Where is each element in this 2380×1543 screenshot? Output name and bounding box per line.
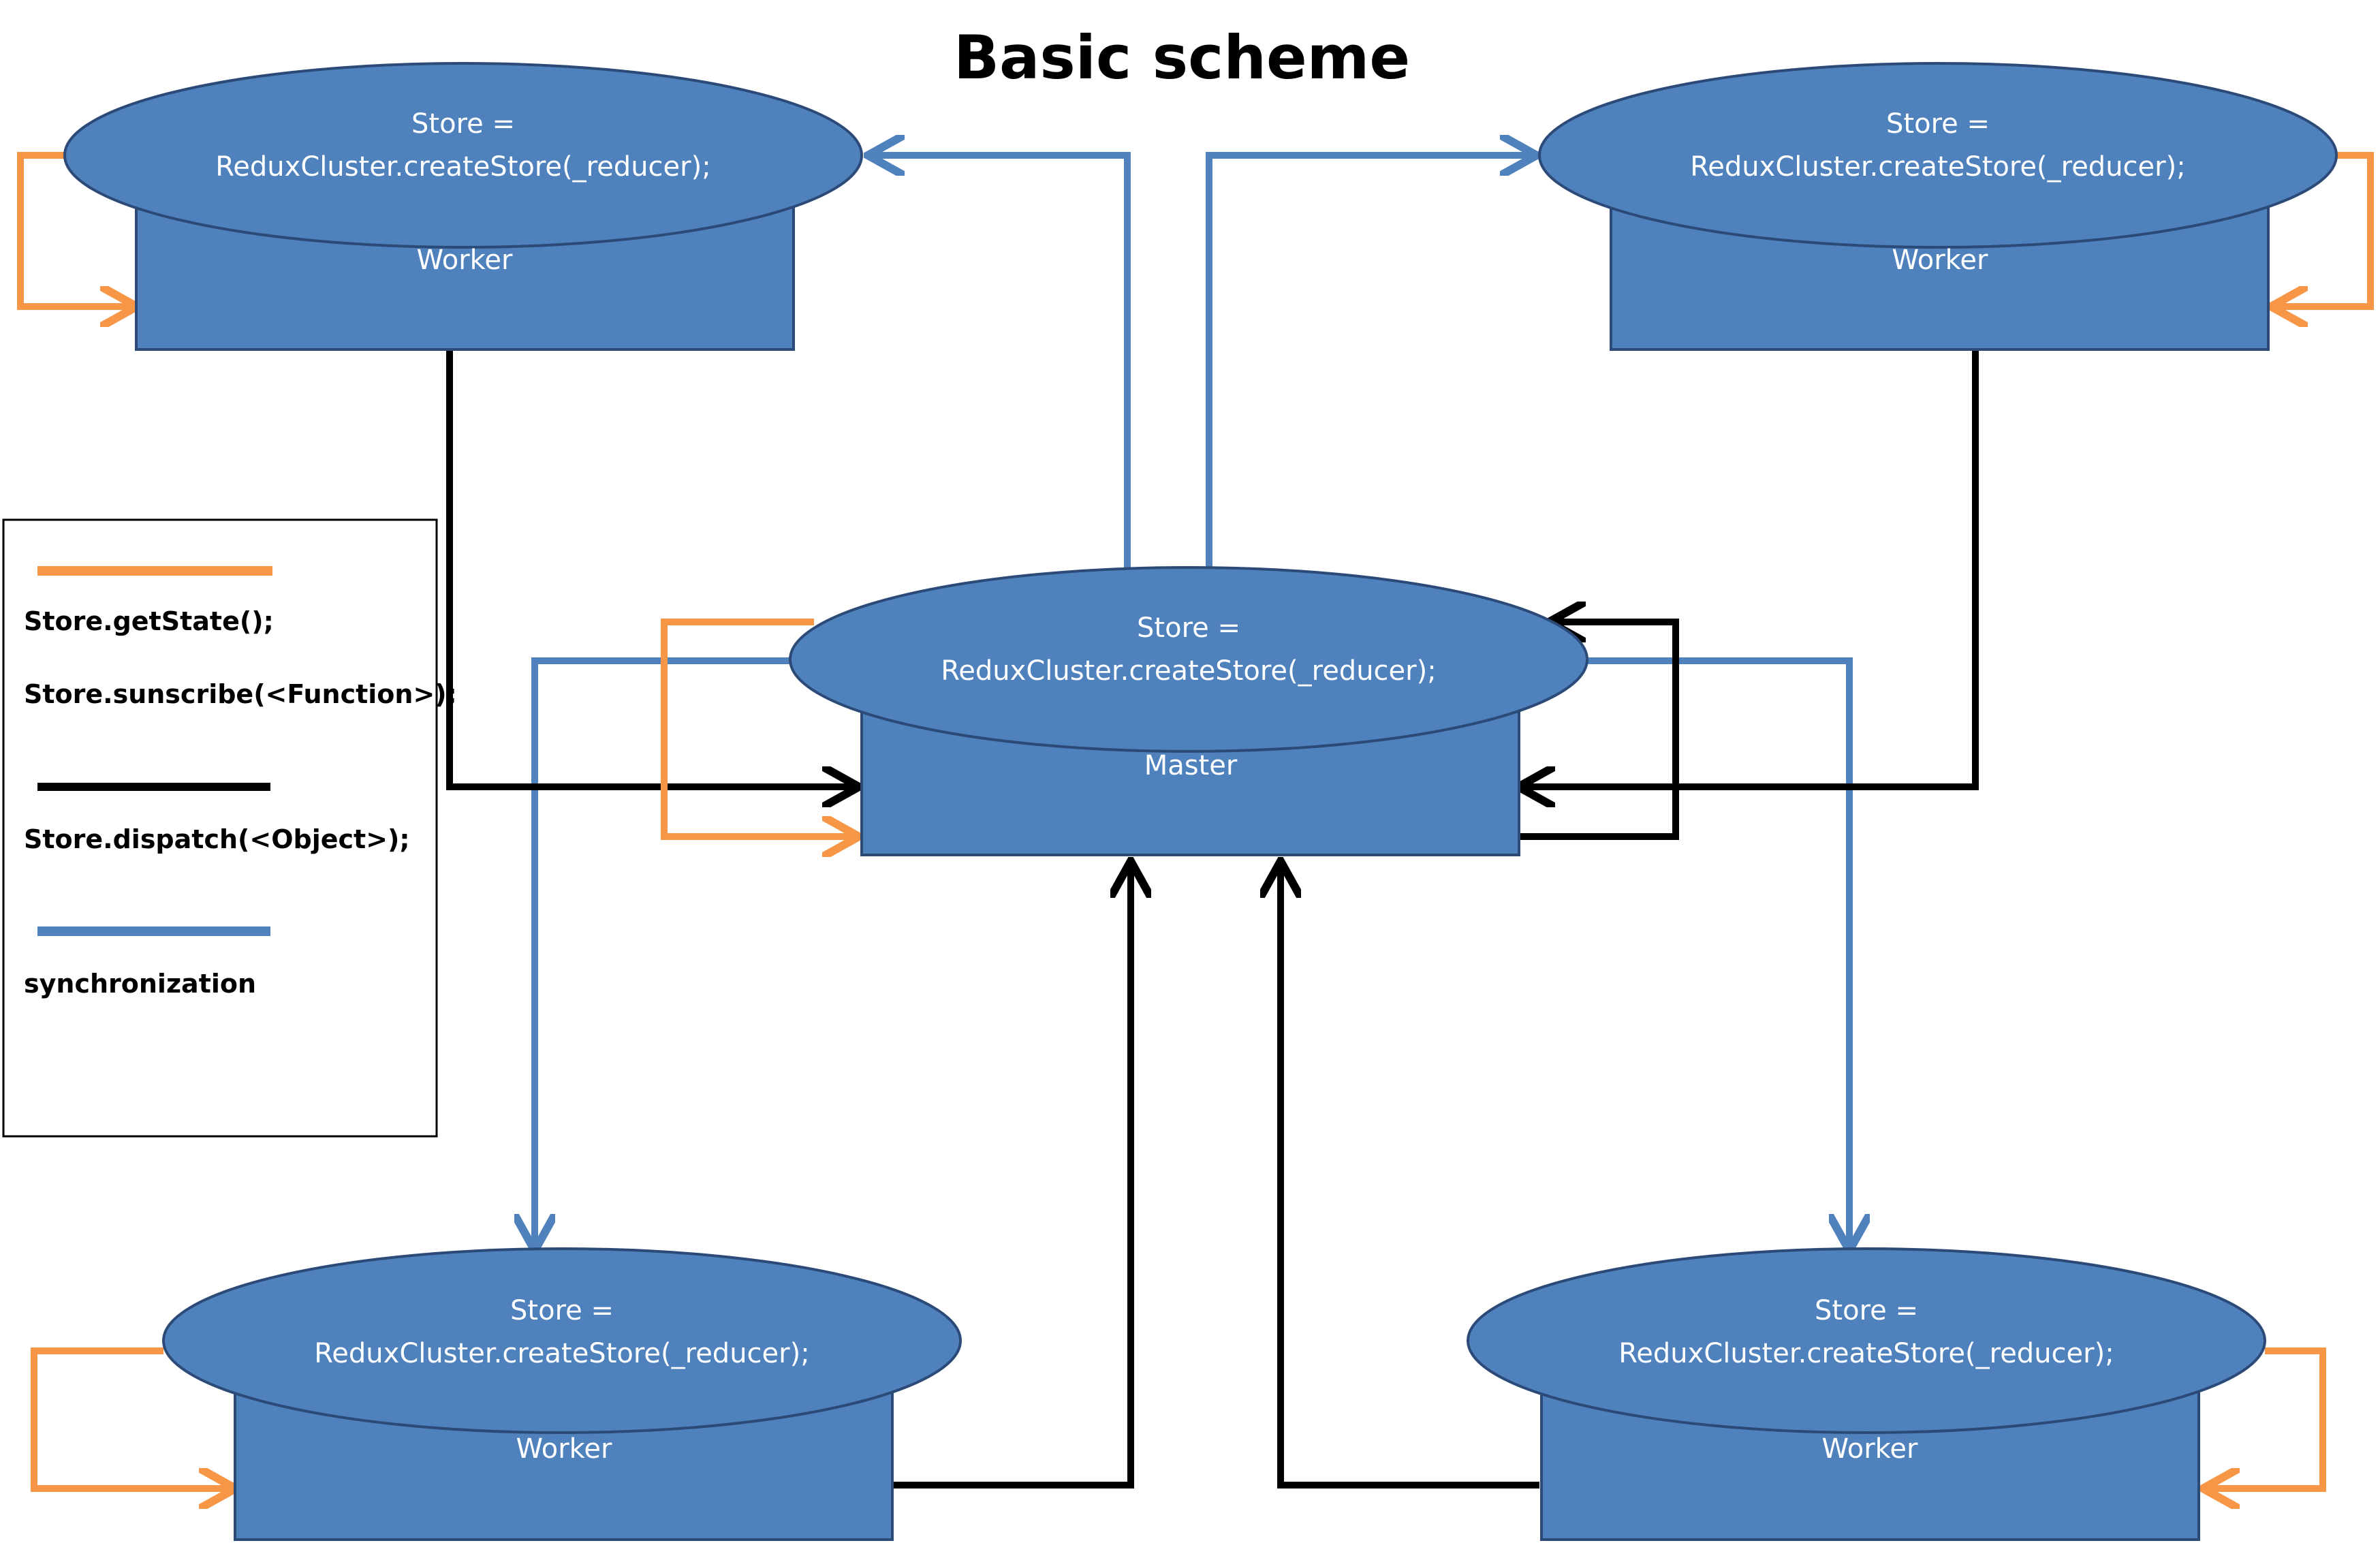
store-label-line2: ReduxCluster.createStore(_reducer);: [1690, 151, 2185, 183]
worker-node-bottom-left: Store = ReduxCluster.createStore(_reduce…: [162, 1247, 962, 1541]
dispatch-line-bottom-left-worker: [892, 865, 1131, 1489]
store-label-line2: ReduxCluster.createStore(_reducer);: [215, 151, 710, 183]
store-label-line2: ReduxCluster.createStore(_reducer);: [314, 1338, 809, 1369]
getstate-line-top-left-self: [17, 152, 133, 307]
store-label-line1: Store =: [1886, 108, 1990, 140]
store-label-line1: Store =: [1137, 612, 1240, 644]
worker-node-top-left: Store = ReduxCluster.createStore(_reduce…: [63, 62, 863, 351]
getstate-line-master-self: [661, 619, 855, 837]
store-ellipse: [162, 1247, 962, 1434]
worker-label: Worker: [1892, 245, 1988, 276]
legend-box: [2, 518, 438, 1138]
sync-line-to-top-right: [1206, 155, 1533, 576]
store-label-line2: ReduxCluster.createStore(_reducer);: [941, 655, 1436, 687]
store-label-line1: Store =: [510, 1295, 614, 1326]
store-label-line1: Store =: [1815, 1295, 1918, 1326]
legend-dispatch-label: Store.dispatch(<Object>);: [24, 824, 410, 854]
worker-node-bottom-right: Store = ReduxCluster.createStore(_reduce…: [1467, 1247, 2266, 1541]
sync-line-to-bottom-left: [535, 657, 790, 1247]
getstate-line-top-right-self: [2275, 152, 2374, 307]
master-label: Master: [1144, 750, 1238, 781]
sync-line-to-bottom-right: [1587, 657, 1849, 1247]
worker-node-top-right: Store = ReduxCluster.createStore(_reduce…: [1538, 62, 2338, 351]
store-ellipse: [789, 566, 1588, 753]
dispatch-line-bottom-right-worker: [1281, 865, 1539, 1489]
dispatch-line-top-right-worker: [1522, 346, 1979, 787]
store-label-line2: ReduxCluster.createStore(_reducer);: [1618, 1338, 2114, 1369]
legend-subscribe-label: Store.sunscribe(<Function>);: [24, 679, 457, 709]
store-ellipse: [63, 62, 863, 249]
getstate-line-bottom-left-self: [31, 1347, 232, 1489]
worker-label: Worker: [516, 1433, 612, 1465]
sync-line-to-top-left: [872, 155, 1131, 576]
store-ellipse: [1538, 62, 2338, 249]
worker-label: Worker: [1822, 1433, 1918, 1465]
legend-getstate-label: Store.getState();: [24, 606, 274, 636]
store-ellipse: [1467, 1247, 2266, 1434]
diagram-title: Basic scheme: [954, 22, 1410, 93]
store-label-line1: Store =: [411, 108, 515, 140]
legend: Store.getState(); Store.sunscribe(<Funct…: [2, 518, 457, 1138]
master-node: Store = ReduxCluster.createStore(_reduce…: [789, 566, 1588, 856]
getstate-line-bottom-right-self: [2207, 1347, 2326, 1489]
dispatch-line-top-left-worker: [446, 346, 855, 787]
legend-sync-label: synchronization: [24, 969, 256, 999]
worker-label: Worker: [417, 245, 513, 276]
dispatch-line-master-self: [1518, 622, 1679, 840]
